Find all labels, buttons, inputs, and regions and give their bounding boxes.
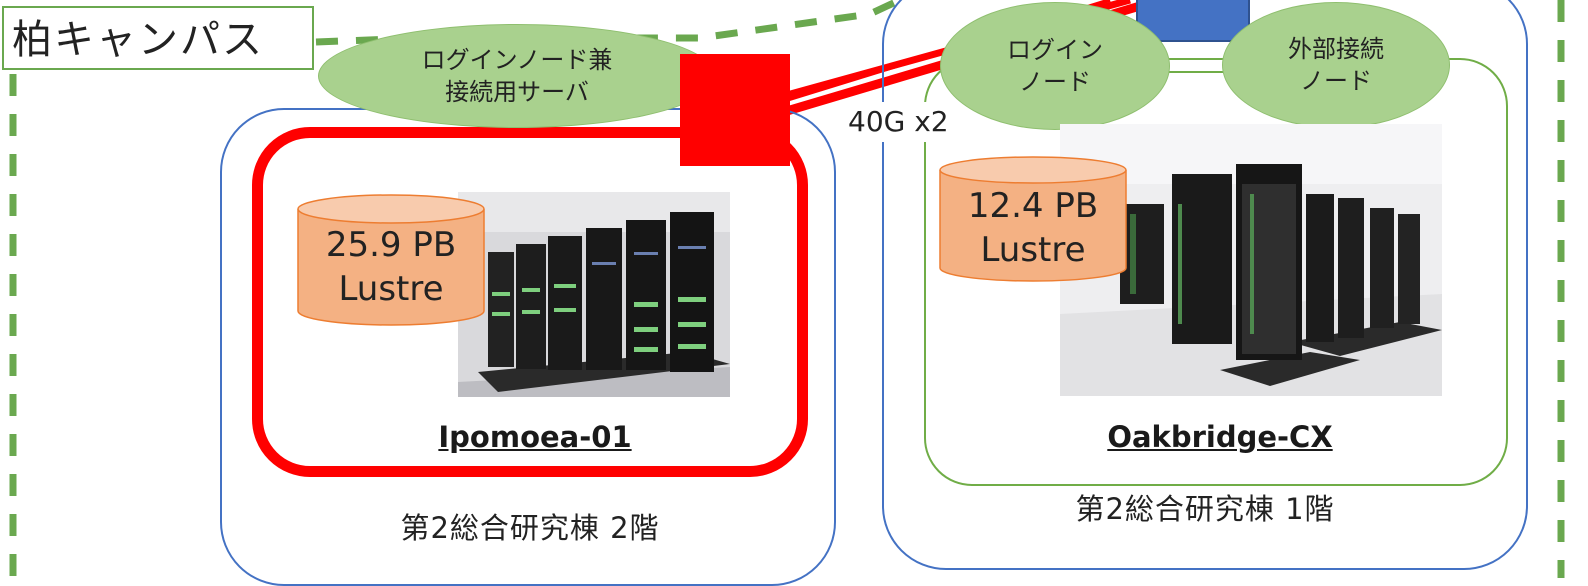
oakbridge-storage-size: 12.4 PB [967,186,1099,226]
external-node: 外部接続 ノード [1222,2,1450,128]
login-node: ログイン ノード [940,2,1170,130]
location-label-2f: 第2総合研究棟 2階 [400,511,660,545]
ipomoea-storage-fs: Lustre [338,269,444,309]
external-node-label: 外部接続 ノード [1288,35,1384,95]
oakbridge-rack-photo [1060,124,1442,396]
oakbridge-frame [924,58,1508,486]
oakbridge-storage: 12.4 PB Lustre [938,156,1128,282]
ipomoea-storage-size: 25.9 PB [325,225,457,265]
uplink-speed-label: 40G x2 [842,102,955,142]
cylinder-shape [297,194,485,326]
campus-boundary-top [315,0,902,46]
ipomoea-highlight-frame [252,127,808,477]
campus-label: 柏キャンパス [2,6,314,70]
login-node-label: ログイン ノード [1007,36,1103,96]
ipomoea-storage: 25.9 PB Lustre [296,193,486,327]
cylinder-shape [939,156,1127,282]
oakbridge-storage-fs: Lustre [980,230,1086,270]
login-gateway-node: ログインノード兼 接続用サーバ [318,24,716,128]
location-label-1f: 第2総合研究棟 1階 [1075,492,1335,526]
login-gateway-node-label: ログインノード兼 接続用サーバ [421,46,613,106]
network-switch [680,54,790,166]
ipomoea-rack-photo [458,192,730,397]
oakbridge-system-name: Oakbridge-CX [1107,420,1333,454]
building-1f-frame [882,0,1528,570]
ipomoea-system-name: Ipomoea-01 [438,420,632,454]
